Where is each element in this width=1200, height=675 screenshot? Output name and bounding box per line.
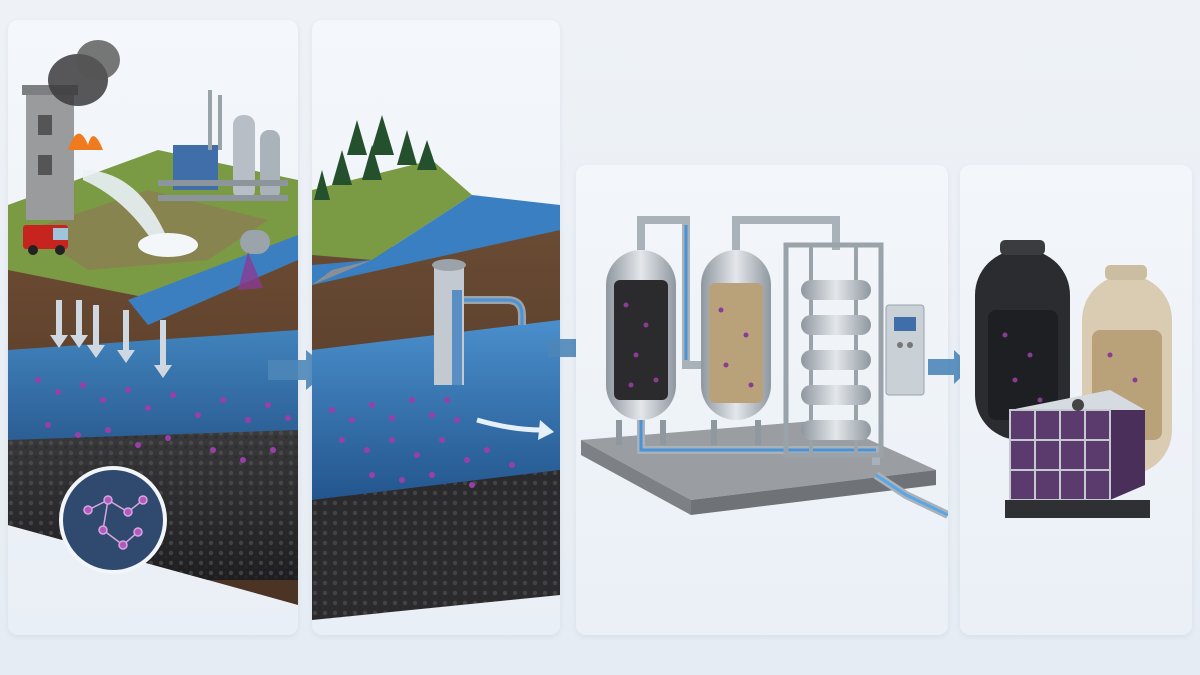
fire-icon — [68, 133, 103, 150]
activated-carbon-vessel-icon — [606, 250, 676, 445]
fire-truck-icon — [23, 225, 68, 255]
molecule-magnifier-icon — [59, 466, 167, 574]
treatment-panel — [576, 165, 948, 635]
outfall-pipe — [240, 230, 270, 254]
source-cross-section-illustration — [8, 40, 298, 605]
membrane-filtration-rack-icon — [783, 242, 884, 458]
treatment-system-illustration — [581, 216, 948, 519]
control-panel-icon — [885, 304, 925, 396]
migration-cross-section-illustration — [312, 115, 560, 620]
disposal-panel — [960, 165, 1192, 635]
contaminant-plume — [329, 397, 515, 488]
forest-trees-icon — [314, 115, 437, 200]
contaminant-plume — [35, 377, 291, 463]
surface-water-lake — [312, 195, 560, 285]
infiltration-arrows — [50, 300, 172, 378]
migration-panel — [312, 20, 560, 635]
waste-containers-illustration — [975, 240, 1172, 518]
ibc-tote-container-icon — [1005, 390, 1150, 518]
ion-exchange-resin-vessel-icon — [701, 250, 771, 445]
source-panel — [8, 20, 298, 635]
industrial-plant-icon — [158, 90, 288, 201]
spent-carbon-drum-icon — [975, 240, 1070, 440]
extraction-well-icon — [432, 259, 526, 385]
